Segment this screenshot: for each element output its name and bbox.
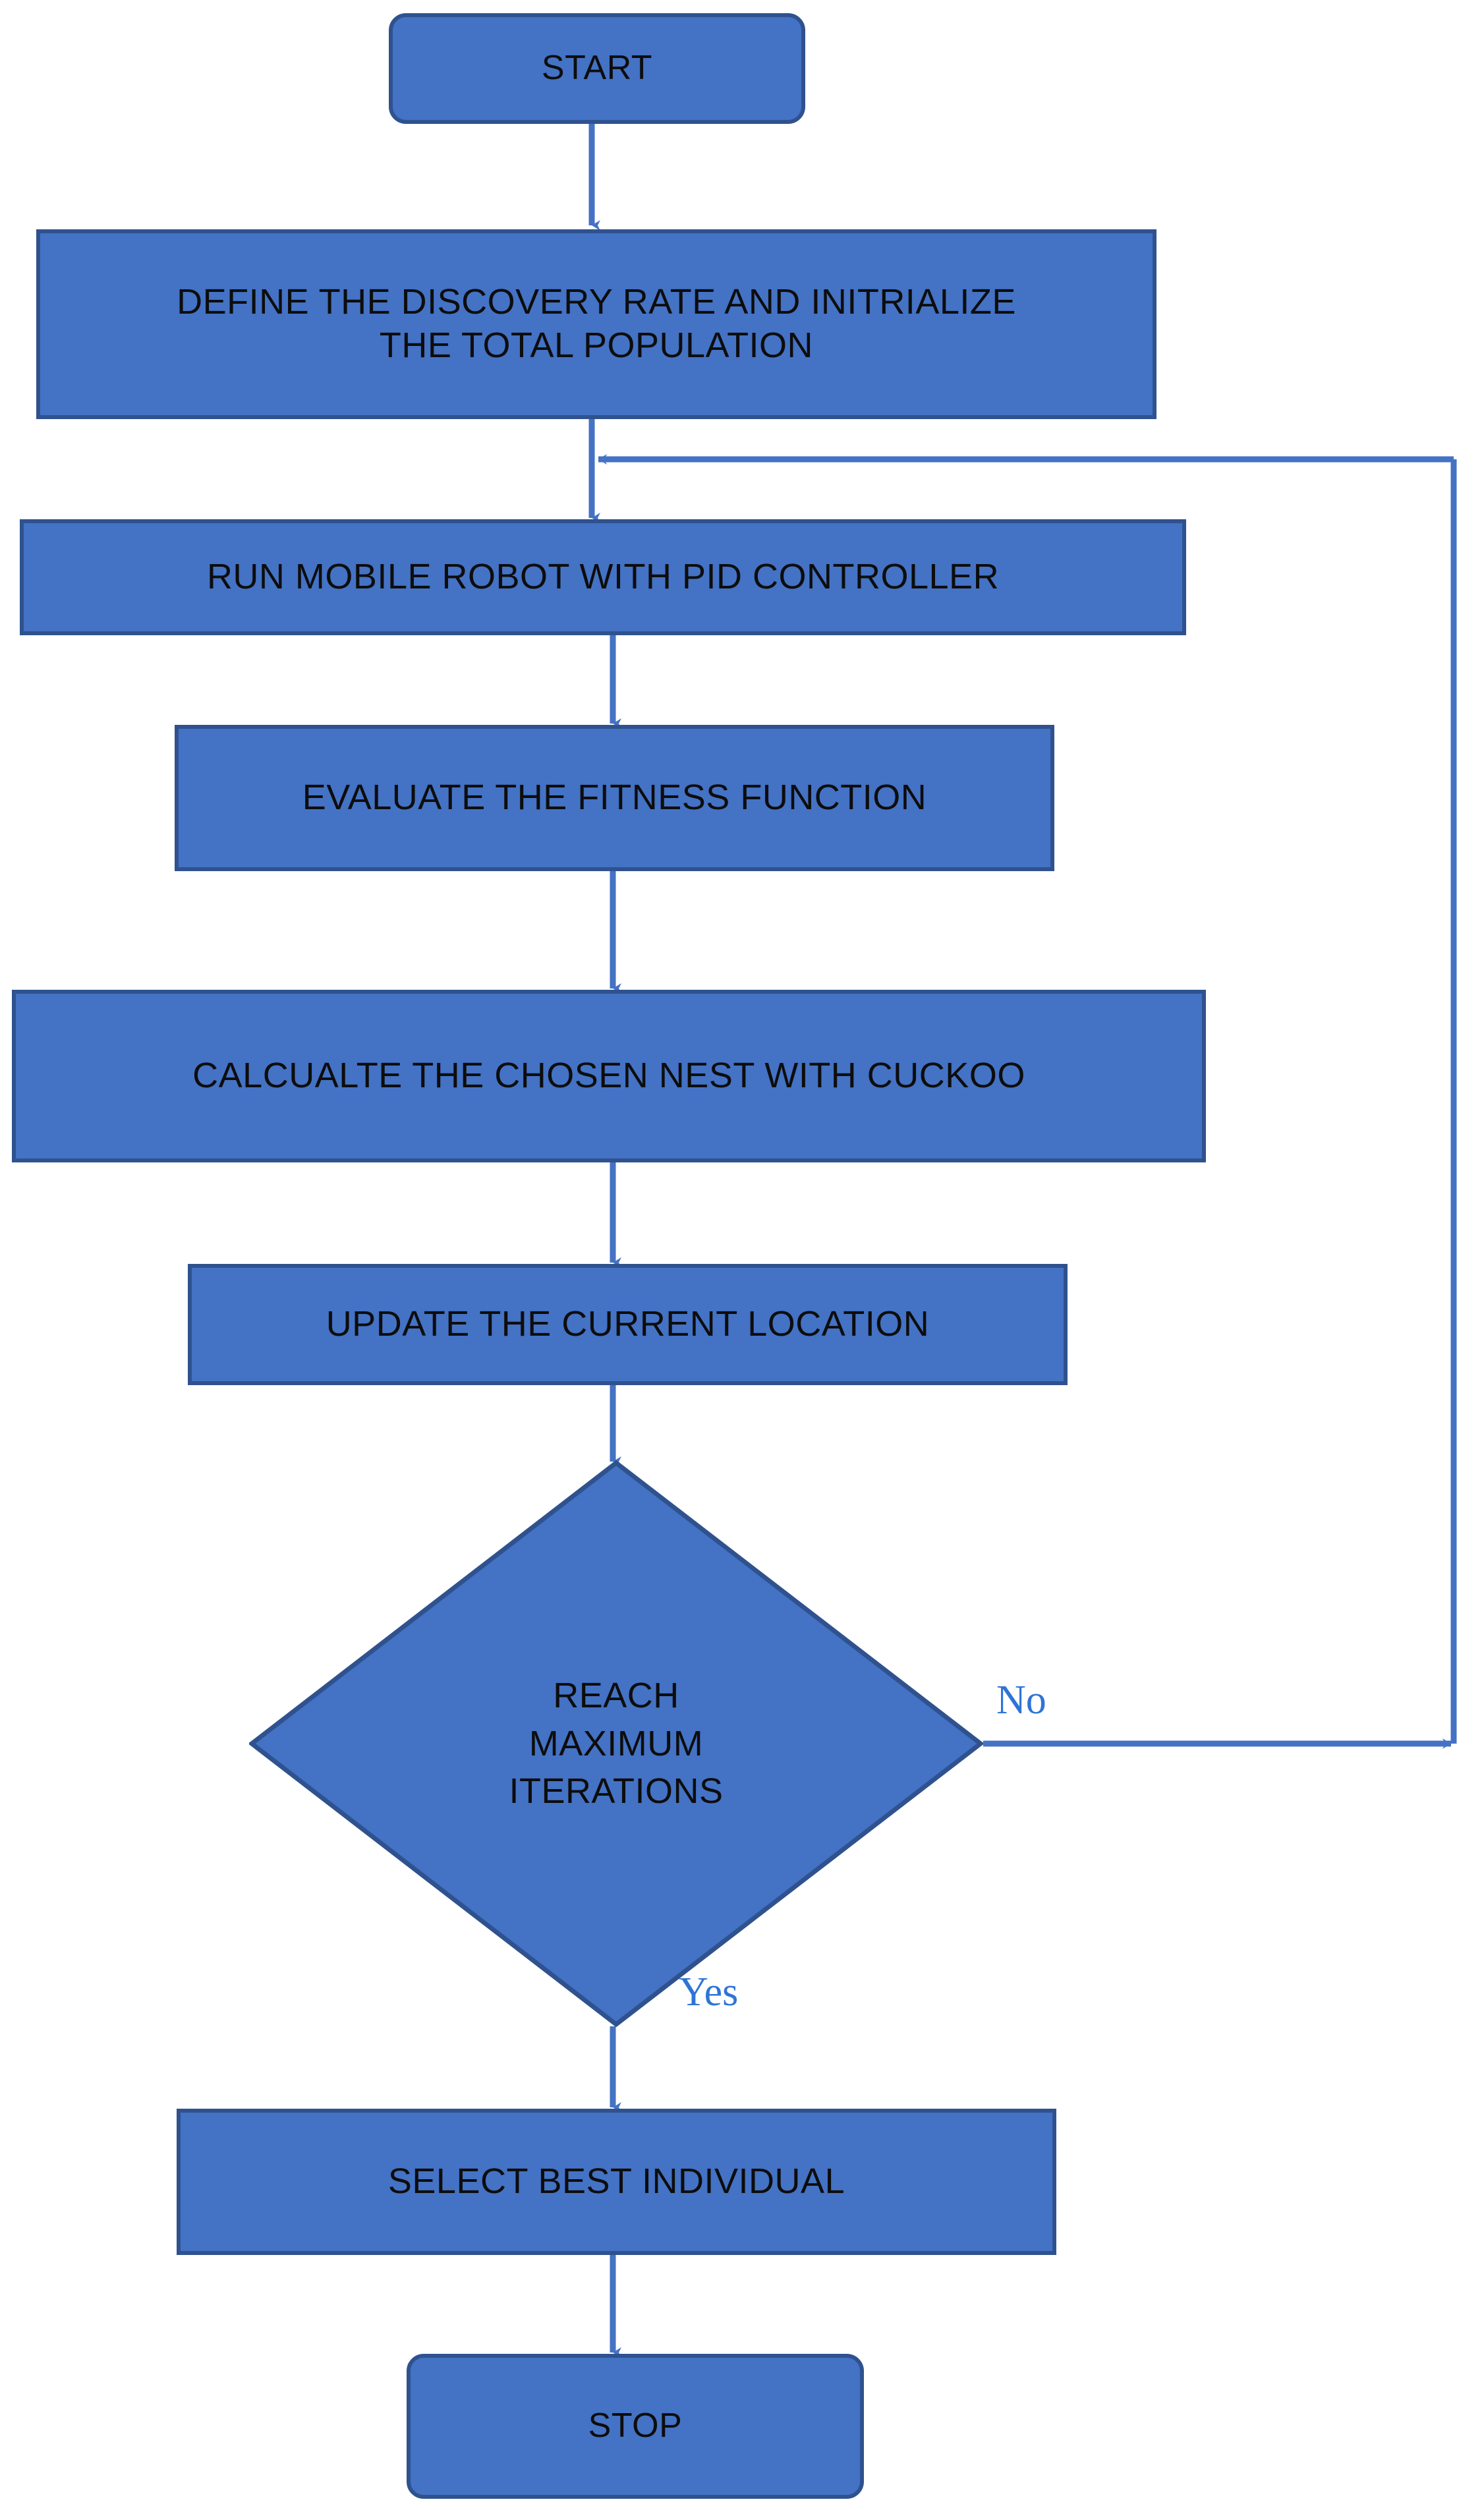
node-calculate-chosen-nest-label: CALCUALTE THE CHOSEN NEST WITH CUCKOO bbox=[192, 1056, 1025, 1096]
node-evaluate-fitness[interactable]: EVALUATE THE FITNESS FUNCTION bbox=[175, 725, 1054, 871]
edge-label-yes: Yes bbox=[679, 1970, 739, 2014]
node-evaluate-fitness-label: EVALUATE THE FITNESS FUNCTION bbox=[302, 778, 927, 818]
node-update-current-location-label: UPDATE THE CURRENT LOCATION bbox=[326, 1304, 930, 1344]
node-update-current-location[interactable]: UPDATE THE CURRENT LOCATION bbox=[188, 1264, 1068, 1385]
node-start[interactable]: START bbox=[389, 13, 805, 124]
node-run-mobile-robot-label: RUN MOBILE ROBOT WITH PID CONTROLLER bbox=[206, 557, 1000, 597]
node-select-best-individual[interactable]: SELECT BEST INDIVIDUAL bbox=[177, 2109, 1056, 2255]
node-run-mobile-robot[interactable]: RUN MOBILE ROBOT WITH PID CONTROLLER bbox=[20, 519, 1186, 635]
node-define-discovery-rate[interactable]: DEFINE THE DISCOVERY RATE AND INITRIALIZ… bbox=[36, 229, 1156, 419]
decision-diamond-shape bbox=[249, 1460, 983, 2027]
node-stop-label: STOP bbox=[588, 2407, 683, 2445]
node-define-discovery-rate-label: DEFINE THE DISCOVERY RATE AND INITRIALIZ… bbox=[177, 282, 1016, 365]
node-select-best-individual-label: SELECT BEST INDIVIDUAL bbox=[387, 2161, 845, 2202]
node-calculate-chosen-nest[interactable]: CALCUALTE THE CHOSEN NEST WITH CUCKOO bbox=[12, 990, 1206, 1162]
node-start-label: START bbox=[541, 49, 653, 88]
edge-label-no: No bbox=[996, 1678, 1046, 1723]
node-decision-reach-maximum-iterations[interactable]: REACH MAXIMUM ITERATIONS bbox=[249, 1460, 983, 2027]
node-stop[interactable]: STOP bbox=[407, 2354, 864, 2499]
